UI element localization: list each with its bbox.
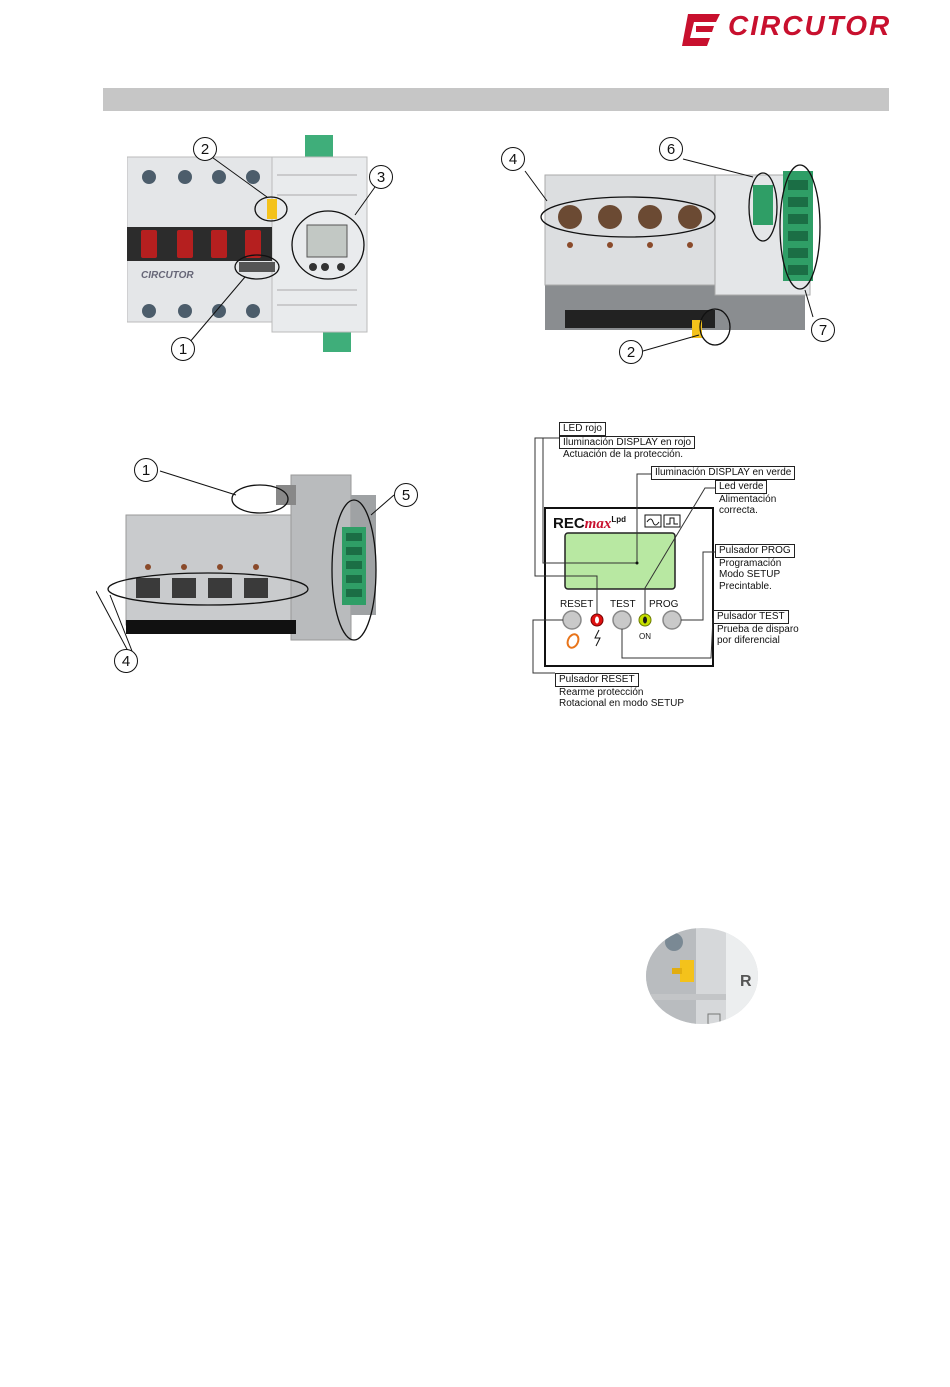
reset-label: RESET [560, 599, 594, 610]
callout-2: 2 [193, 137, 217, 161]
callout-1: 1 [171, 337, 195, 361]
annotation-led-rojo: LED rojo Iluminación DISPLAY en rojo Act… [559, 422, 696, 461]
annotation-pulsador-test: Pulsador TEST Prueba de disparo por dife… [713, 610, 799, 647]
section-header-bar [103, 88, 889, 111]
photo-inset-seal: R [646, 928, 758, 1024]
annotation-pulsador-reset: Pulsador RESET Rearme protección Rotacio… [555, 673, 684, 710]
circutor-logo-icon [682, 14, 720, 46]
annotation-pulsador-prog: Pulsador PROG Programación Modo SETUP Pr… [715, 544, 795, 592]
annotation-display-verde: Iluminación DISPLAY en verde [651, 466, 796, 480]
panel-model: RECmaxLpd [553, 515, 627, 532]
on-label: ON [639, 632, 651, 641]
callout-2: 2 [619, 340, 643, 364]
annotation-led-verde: Led verde Alimentación correcta. [715, 480, 776, 517]
brand-name: CIRCUTOR [728, 10, 892, 41]
callout-7: 7 [811, 318, 835, 342]
callout-4: 4 [501, 147, 525, 171]
photo-device-bottom: 1 5 4 [95, 455, 426, 673]
callout-3: 3 [369, 165, 393, 189]
callout-6: 6 [659, 137, 683, 161]
test-label: TEST [610, 599, 636, 610]
callout-5: 5 [394, 483, 418, 507]
callout-4: 4 [114, 649, 138, 673]
svg-text:CIRCUTOR: CIRCUTOR [141, 270, 194, 281]
prog-label: PROG [649, 599, 679, 610]
inset-letter: R [740, 973, 752, 990]
front-panel-diagram: RECmaxLpd RESET TEST PROG ON LED rojo Il… [525, 418, 825, 718]
photo-device-front: CIRCUTOR 2 3 1 [126, 135, 417, 365]
circutor-logo: CIRCUTOR [680, 8, 915, 52]
callout-1: 1 [134, 458, 158, 482]
photo-device-top: 4 6 2 7 [501, 135, 840, 367]
